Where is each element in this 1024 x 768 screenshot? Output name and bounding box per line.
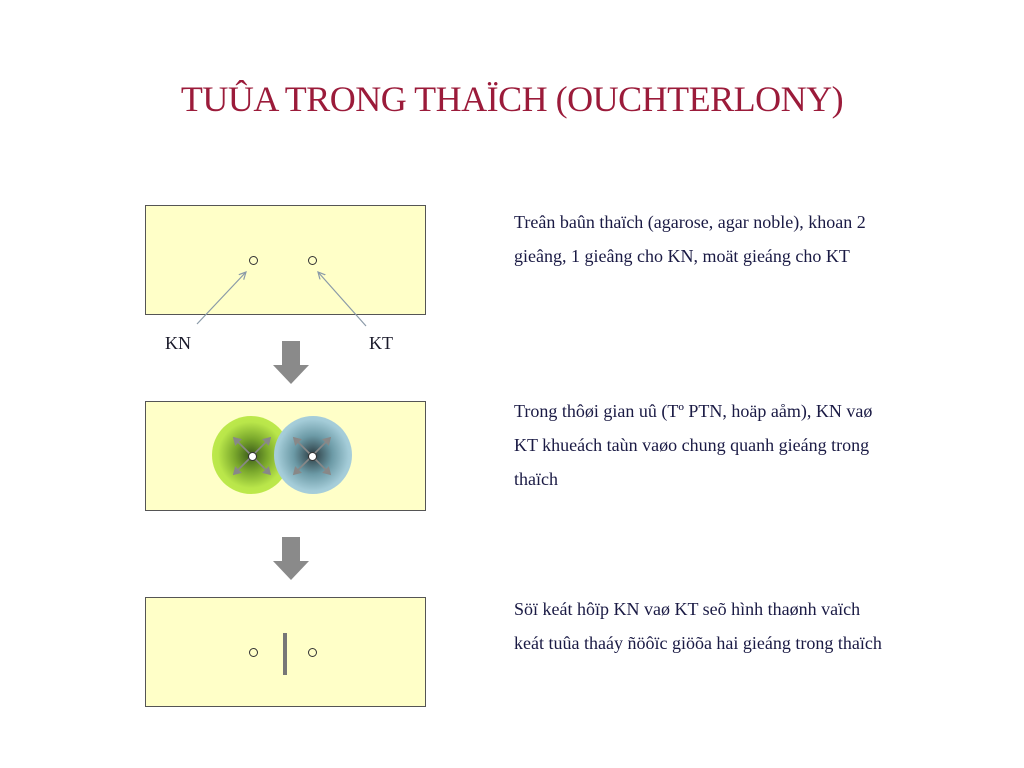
step-1-description: Treân baûn thaïch (agarose, agar noble),…	[514, 212, 866, 266]
kt-label: KT	[369, 333, 393, 353]
antibody-well	[308, 452, 317, 461]
antibody-well	[308, 648, 317, 657]
step-2-description: Trong thôøi gian uû (Tº PTN, hoäp aåm), …	[514, 401, 873, 489]
page-title: TUÛA TRONG THAÏCH (OUCHTERLONY)	[180, 79, 844, 119]
gel-plate-step-2	[145, 401, 426, 511]
antigen-well	[249, 648, 258, 657]
kt-pointer-icon	[318, 272, 367, 327]
kn-label: KN	[165, 333, 191, 353]
down-arrow-icon	[273, 537, 309, 580]
antibody-well	[308, 256, 317, 265]
precipitation-line	[283, 633, 287, 675]
gel-plate-step-3	[145, 597, 426, 707]
antigen-well	[248, 452, 257, 461]
step-3-description: Söï keát hôïp KN vaø KT seõ hình thaønh …	[514, 599, 882, 653]
down-arrow-icon	[273, 341, 309, 384]
kn-pointer-icon	[196, 272, 246, 325]
diffusion-arrows-icon	[232, 436, 332, 476]
gel-plate-step-1	[145, 205, 426, 315]
antigen-well	[249, 256, 258, 265]
